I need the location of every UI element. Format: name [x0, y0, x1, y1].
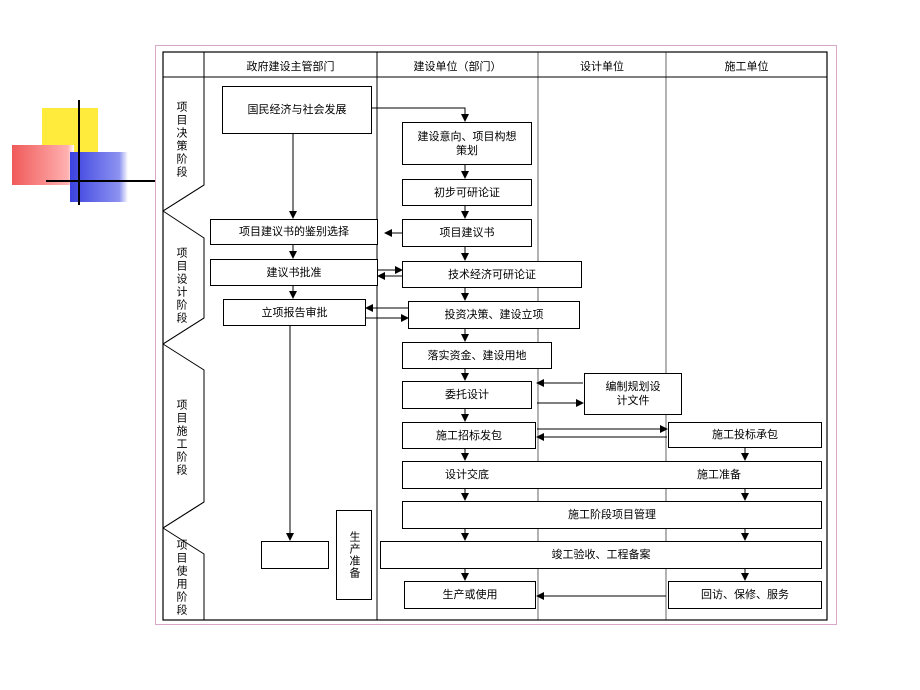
stage-label-design: 项目设计阶段 [175, 247, 188, 325]
box-construction-management: 施工阶段项目管理 [402, 501, 822, 529]
box-national-economy: 国民经济与社会发展 [222, 86, 372, 134]
box-production-preparation: 生产准备 [336, 510, 372, 600]
box-entrust-design: 委托设计 [402, 381, 532, 409]
box-intent-planning: 建设意向、项目构想策划 [402, 122, 532, 165]
box-tender: 施工招标发包 [402, 422, 536, 449]
box-investment-decision: 投资决策、建设立项 [408, 301, 580, 329]
box-design-handover-construction-prep: 设计交底 施工准备 [402, 461, 822, 489]
stage-label-use: 项目使用阶段 [175, 539, 188, 617]
box-project-proposal: 项目建议书 [402, 219, 532, 247]
deco-horizontal-line [46, 180, 156, 182]
box-production-use: 生产或使用 [404, 581, 536, 609]
box-preliminary-study: 初步可研论证 [402, 179, 532, 206]
label-construction-prep: 施工准备 [697, 468, 741, 481]
column-header-builder: 建设单位（部门） [413, 60, 502, 73]
box-government-empty [261, 541, 329, 569]
box-revisit-service: 回访、保修、服务 [668, 581, 822, 609]
stage-label-construction: 项目施工阶段 [175, 399, 188, 477]
column-header-contractor: 施工单位 [724, 60, 769, 73]
stage-label-decision: 项目决策阶段 [175, 101, 188, 179]
label-design-handover: 设计交底 [445, 468, 489, 481]
column-header-designer: 设计单位 [580, 60, 624, 73]
deco-vertical-line [78, 100, 80, 205]
box-proposal-screening: 项目建议书的鉴别选择 [210, 219, 378, 245]
deco-red-square [12, 145, 74, 185]
slide-frame [155, 45, 837, 625]
box-design-documents: 编制规划设计文件 [584, 373, 682, 415]
box-bid: 施工投标承包 [668, 422, 822, 448]
box-funds-land: 落实资金、建设用地 [402, 342, 552, 369]
box-completion-acceptance: 竣工验收、工程备案 [380, 541, 822, 569]
box-proposal-approval: 建议书批准 [210, 259, 378, 286]
box-feasibility-study: 技术经济可研论证 [402, 261, 582, 288]
column-header-government: 政府建设主管部门 [246, 60, 335, 73]
box-report-approval: 立项报告审批 [223, 299, 366, 326]
